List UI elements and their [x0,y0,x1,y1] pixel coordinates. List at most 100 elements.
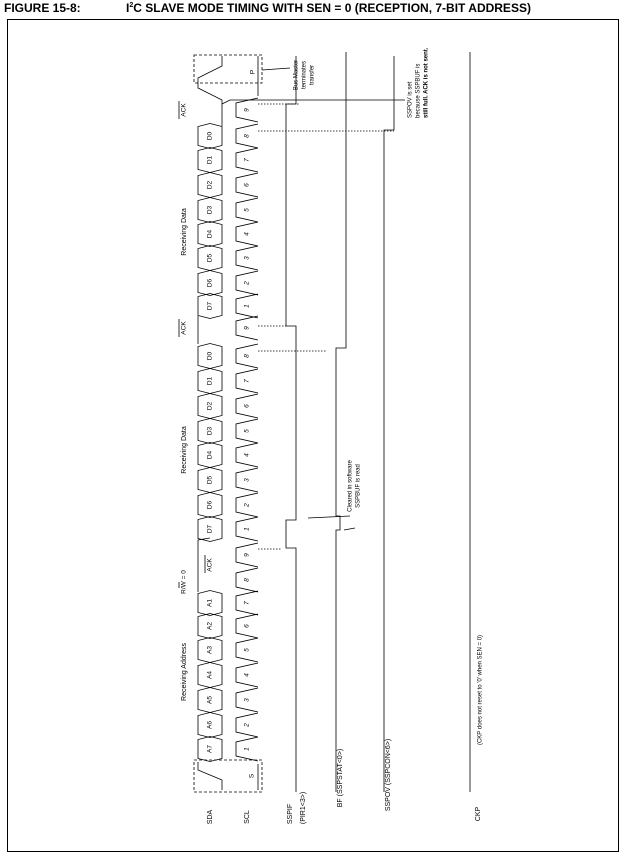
annotation-sspov-3: still full. ACK is not sent. [424,47,430,118]
clock-number-data1-8: 8 [244,354,251,358]
figure-number: FIGURE 15-8: [4,1,81,15]
figure-frame [7,19,619,852]
clock-number-addr-4: 4 [244,673,251,677]
clock-number-data2-5: 5 [244,208,251,212]
signal-label-ckp: CKP [475,806,482,821]
data2-bit-label-d6: D6 [207,278,214,287]
data1-bit-label-d7: D7 [207,524,214,533]
data1-bit-label-d1: D1 [207,376,214,385]
scl-data1-pulse-8 [235,343,259,369]
sda-data2-bit-4 [197,221,223,247]
scl-data2-pulse-4 [235,221,259,247]
ack-label-address: ACK [207,558,214,572]
clock-number-data1-1: 1 [244,527,251,531]
data2-bit-label-d5: D5 [207,253,214,262]
title-superscript: 2 [129,2,134,9]
stop-label: P [250,70,257,74]
clock-number-data2-3: 3 [244,256,251,260]
clock-number-data2-6: 6 [244,183,251,187]
scl-data2-pulse-6 [235,172,259,198]
sspov-waveform [383,56,395,792]
data1-bit-label-d3: D3 [207,426,214,435]
signal-label-sspov: SSPOV (SSPCON<6>) [385,739,392,811]
sda-address-bit-6 [197,613,223,639]
annotation-ckp: (CKP does not reset to '0' when SEN = 0) [478,635,484,745]
scl-data2-pulse-2 [235,270,259,296]
clock-number-data1-4: 4 [244,453,251,457]
signal-label-sspif: SSPIF [287,804,294,824]
address-bit-label-a1: A1 [207,599,214,607]
data2-bit-label-d4: D4 [207,229,214,238]
annotation-bus-2: terminates [302,61,308,89]
clock-number-data2-8: 8 [244,134,251,138]
data2-bit-label-d2: D2 [207,180,214,189]
clock-number-addr-3: 3 [244,698,251,702]
group-label-data2: Receiving Data [181,208,188,256]
address-bit-label-a6: A6 [207,721,214,729]
sda-address-bit-7 [197,590,223,616]
scl-data1-pulse-9 [235,315,259,341]
clock-number-data2-2: 2 [244,281,251,286]
signal-label-sda: SDA [207,809,214,824]
ack-label-data2: ACK [181,103,188,117]
clock-number-addr-9: 9 [244,553,251,557]
scl-address-pulse-6 [235,613,259,639]
sda-data2-bit-3 [197,245,223,271]
sda-idle-start [197,762,223,790]
address-bit-label-a2: A2 [207,622,214,630]
clock-number-addr-6: 6 [244,624,251,628]
figure-title: I2C SLAVE MODE TIMING WITH SEN = 0 (RECE… [126,1,531,15]
clock-number-data1-9: 9 [244,326,251,330]
data2-bit-label-d1: D1 [207,155,214,164]
sda-address-bit-5 [197,637,223,663]
signal-label-sspif-reg: (PIR1<3>) [300,792,307,824]
scl-data1-pulse-5 [235,418,259,444]
scl-data1-pulse-1 [235,516,259,542]
clock-number-addr-5: 5 [244,648,251,652]
scl-data1-pulse-7 [235,368,259,394]
title-rest: C SLAVE MODE TIMING WITH SEN = 0 (RECEPT… [133,1,531,15]
clock-number-addr-7: 7 [244,601,251,605]
group-label-address: Receiving Address [181,643,188,701]
clock-number-data1-6: 6 [244,404,251,408]
clock-number-data2-9: 9 [244,108,251,112]
data2-bit-label-d0: D0 [207,131,214,140]
scl-address-pulse-5 [235,637,259,663]
annotation-cleared-1: Cleared in software [348,459,354,511]
sda-ack-address [197,537,211,592]
clock-number-data1-7: 7 [244,379,251,383]
rw-label: R/W = 0 [181,570,188,594]
scl-address-pulse-3 [235,687,259,713]
clock-number-data1-3: 3 [244,478,251,482]
sda-data2-bit-8 [197,123,223,149]
annotation-sspov-1: SSPOV is set [408,81,414,118]
annotation-bus-3: transfer [310,65,316,85]
clock-number-data2-4: 4 [244,232,251,236]
clock-number-addr-8: 8 [244,578,251,582]
clock-number-data2-7: 7 [244,158,251,162]
data1-bit-label-d5: D5 [207,475,214,484]
annotation-cleared-2: SSPBUF is read [356,464,362,508]
scl-data1-pulse-3 [235,467,259,493]
data1-bit-label-d2: D2 [207,401,214,410]
scl-data2-pulse-5 [235,197,259,223]
sda-address-bit-1 [197,736,223,762]
group-label-data1: Receiving Data [181,426,188,474]
scl-data1-pulse-2 [235,492,259,518]
data1-bit-label-d0: D0 [207,351,214,360]
signal-label-scl: SCL [244,810,251,824]
data2-bit-label-d7: D7 [207,301,214,310]
data2-bit-label-d3: D3 [207,205,214,214]
sda-nack-data2 [197,56,223,126]
annotation-sspov-2: because SSPBUF is [416,64,422,118]
sda-data2-bit-7 [197,147,223,173]
scl-data1-pulse-4 [235,442,259,468]
figure-header: FIGURE 15-8: I2C SLAVE MODE TIMING WITH … [0,0,624,18]
sda-data2-bit-1 [197,293,223,319]
arrow-bus-master [261,67,291,71]
ack-label-data1: ACK [181,321,188,335]
scl-data2-pulse-9 [235,97,259,123]
clock-number-addr-1: 1 [244,747,251,751]
signal-label-bf: BF (SSPSTAT<0>) [337,749,344,807]
